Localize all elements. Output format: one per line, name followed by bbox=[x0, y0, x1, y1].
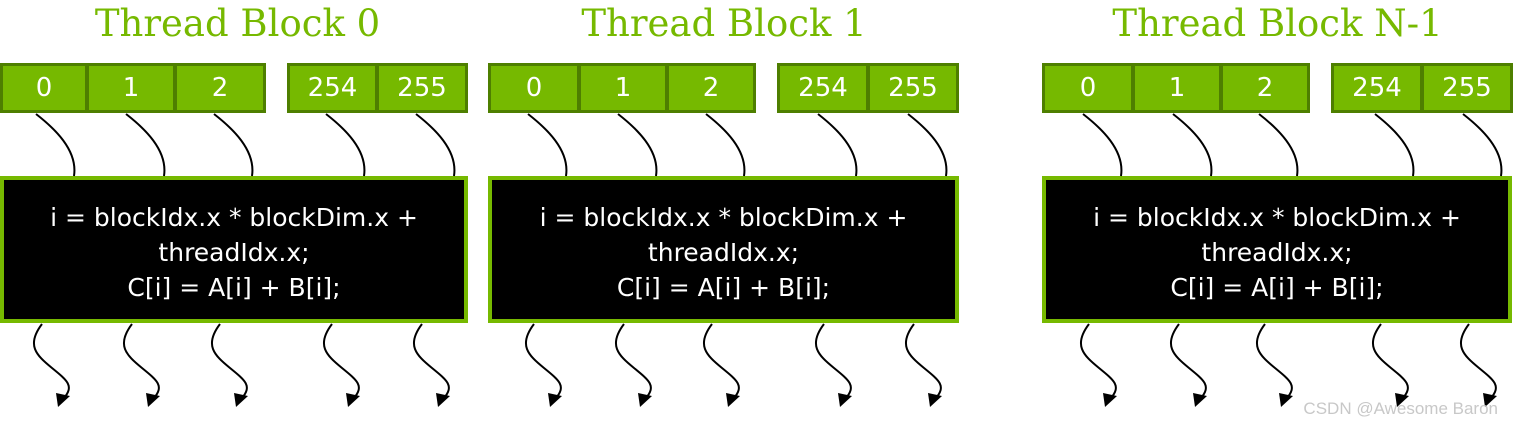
thread-block-title: Thread Block 0 bbox=[94, 2, 381, 45]
thread-cell: 254 bbox=[1331, 63, 1423, 113]
code-line: C[i] = A[i] + B[i]; bbox=[127, 273, 341, 302]
thread-cell: 2 bbox=[174, 63, 266, 113]
code-line: i = blockIdx.x * blockDim.x + bbox=[539, 203, 908, 232]
thread-cell: 0 bbox=[488, 63, 580, 113]
code-line: C[i] = A[i] + B[i]; bbox=[616, 273, 831, 302]
code-line: C[i] = A[i] + B[i]; bbox=[1170, 273, 1384, 302]
watermark: CSDN @Awesome Baron bbox=[1303, 399, 1498, 418]
code-line: i = blockIdx.x * blockDim.x + bbox=[1093, 203, 1461, 232]
thread-cell: 254 bbox=[287, 63, 378, 113]
code-line: threadIdx.x; bbox=[647, 238, 800, 267]
code-line: i = blockIdx.x * blockDim.x + bbox=[50, 203, 418, 232]
thread-block-title: Thread Block N-1 bbox=[1112, 2, 1443, 45]
thread-cell: 255 bbox=[376, 63, 468, 113]
thread-cell: 254 bbox=[777, 63, 869, 113]
code-line: threadIdx.x; bbox=[1201, 238, 1353, 267]
kernel-code-box: i = blockIdx.x * blockDim.x + threadIdx.… bbox=[1042, 176, 1512, 323]
thread-cell: 1 bbox=[86, 63, 176, 113]
thread-block-0: Thread Block 0 0 1 2 254 255 i = blockId… bbox=[0, 0, 470, 425]
code-line: threadIdx.x; bbox=[158, 238, 310, 267]
thread-block-1: Thread Block 1 0 1 2 254 255 i = blockId… bbox=[488, 0, 960, 425]
thread-cell: 1 bbox=[578, 63, 668, 113]
thread-cell: 255 bbox=[867, 63, 959, 113]
kernel-code-box: i = blockIdx.x * blockDim.x + threadIdx.… bbox=[488, 176, 959, 323]
kernel-code-box: i = blockIdx.x * blockDim.x + threadIdx.… bbox=[0, 176, 468, 323]
thread-cell: 2 bbox=[1220, 63, 1310, 113]
thread-cell: 2 bbox=[666, 63, 756, 113]
thread-cell: 0 bbox=[1042, 63, 1134, 113]
thread-cell: 255 bbox=[1421, 63, 1513, 113]
thread-cell: 1 bbox=[1132, 63, 1222, 113]
thread-block-n-1: Thread Block N-1 0 1 2 254 255 i = block… bbox=[1042, 0, 1513, 425]
thread-block-title: Thread Block 1 bbox=[581, 2, 867, 45]
thread-cell: 0 bbox=[0, 63, 88, 113]
